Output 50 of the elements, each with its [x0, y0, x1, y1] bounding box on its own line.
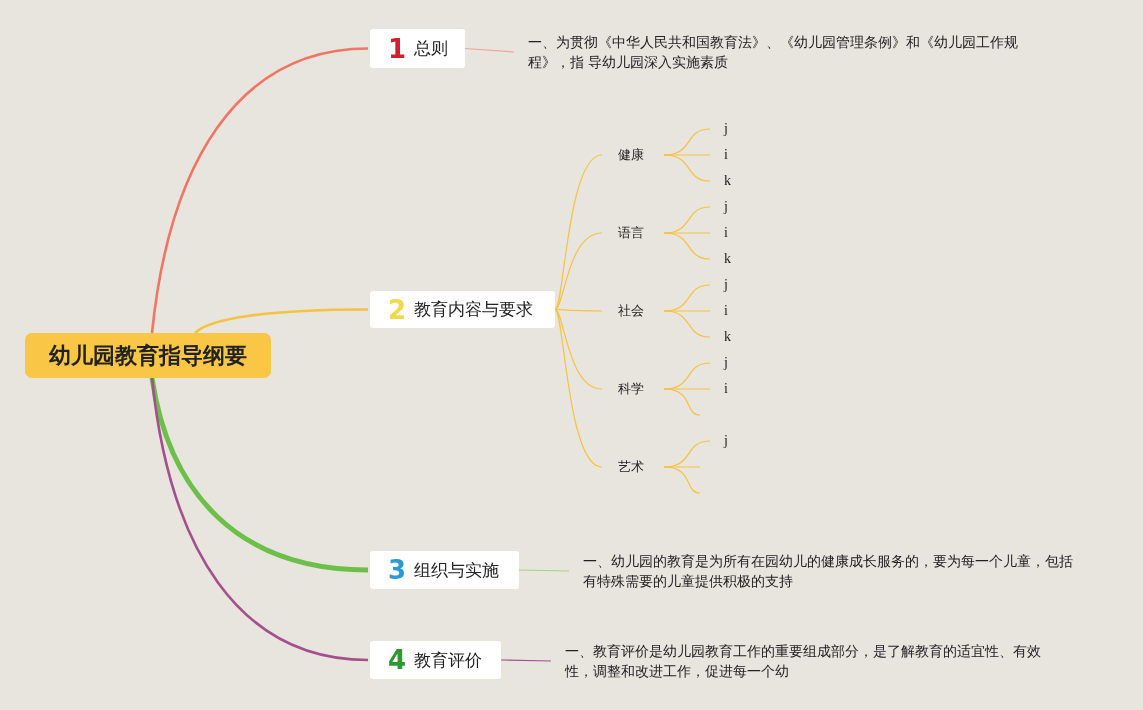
- topic-number: 1: [388, 35, 407, 62]
- subtopic-label: 社会: [618, 302, 650, 320]
- leaf-label: k: [724, 251, 731, 267]
- topic-box: [370, 641, 501, 679]
- branch-line: [194, 308, 368, 334]
- subtopic-label: 艺术: [618, 458, 650, 476]
- topic-box: [370, 551, 519, 589]
- note-text: 一、幼儿园的教育是为所有在园幼儿的健康成长服务的，要为每一个儿童，包括有特殊需要的儿童提供积极的支持: [583, 551, 1083, 591]
- topic-number: 3: [388, 557, 407, 583]
- branch-line: [554, 308, 603, 468]
- subtopic-label: 健康: [618, 146, 650, 164]
- leaf-label: j: [724, 199, 728, 215]
- branch-line: [554, 232, 603, 311]
- leaf-label: k: [724, 329, 731, 345]
- branch-line: [663, 388, 701, 416]
- leaf-label: j: [724, 121, 728, 137]
- leaf-label: i: [724, 225, 728, 241]
- subtopic-label: 科学: [618, 380, 650, 398]
- topic-label: 教育内容与要求: [414, 298, 534, 321]
- topic-box: [370, 29, 465, 68]
- branch-line: [500, 659, 552, 662]
- branch-line: [150, 377, 369, 662]
- branch-line: [663, 466, 701, 494]
- leaf-label: k: [724, 173, 731, 189]
- topic-number: 2: [388, 296, 407, 323]
- note-text: 一、教育评价是幼儿园教育工作的重要组成部分，是了解教育的适宜性、有效性，调整和改进工作，促进每一个幼: [565, 641, 1055, 681]
- leaf-label: j: [724, 433, 728, 449]
- subtopic-label: 语言: [618, 224, 650, 242]
- leaf-label: j: [724, 355, 728, 371]
- note-text: 一、为贯彻《中华人民共和国教育法》、《幼儿园管理条例》和《幼儿园工作规程》，指 导幼儿园深入实施素质: [528, 32, 1028, 72]
- topic-label: 组织与实施: [414, 558, 500, 582]
- branch-line: [149, 377, 369, 573]
- leaf-label: j: [724, 277, 728, 293]
- branch-line: [663, 232, 711, 260]
- branch-line: [464, 47, 515, 53]
- branch-line: [150, 47, 369, 334]
- leaf-label: i: [724, 147, 728, 163]
- topic-number: 4: [388, 647, 407, 673]
- topic-box: [370, 291, 555, 328]
- branch-line: [518, 569, 570, 572]
- central-topic: 幼儿园教育指导纲要: [25, 333, 271, 378]
- branch-line: [554, 154, 603, 311]
- leaf-label: i: [724, 303, 728, 319]
- branch-line: [554, 308, 603, 312]
- topic-label: 总则: [414, 37, 449, 60]
- leaf-label: i: [724, 381, 728, 397]
- branch-line: [663, 310, 711, 338]
- topic-label: 教育评价: [414, 648, 483, 672]
- branch-line: [554, 308, 603, 390]
- branch-line: [663, 154, 711, 182]
